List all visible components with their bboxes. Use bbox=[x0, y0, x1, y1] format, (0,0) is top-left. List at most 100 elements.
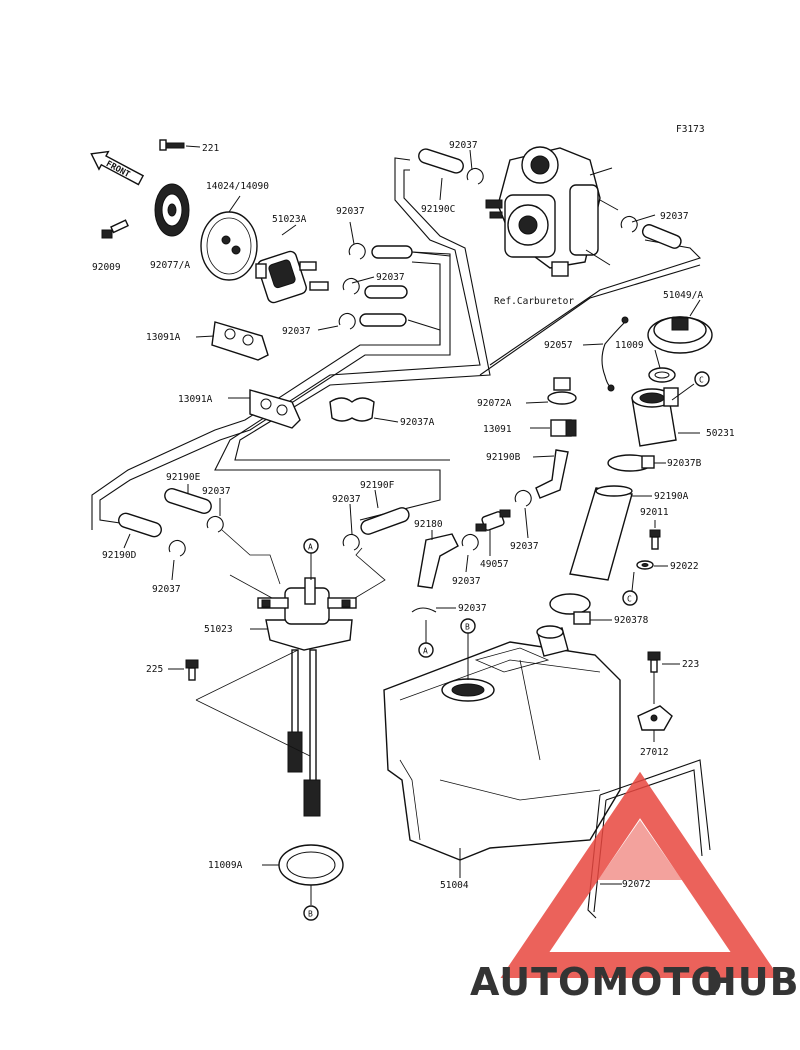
ref-carburetor-label: Ref.Carburetor bbox=[494, 296, 574, 307]
label-92057: 92057 bbox=[544, 340, 573, 351]
label-92037-e: 92037 bbox=[202, 486, 231, 497]
clip-13091A-1 bbox=[195, 321, 269, 361]
fuel-cap-51049A bbox=[647, 299, 713, 354]
label-92037-c: 92037 bbox=[282, 326, 311, 337]
label-92037-b: 92037 bbox=[376, 272, 405, 283]
label-11009A: 11009A bbox=[208, 860, 243, 871]
clamp-92037-top bbox=[466, 149, 484, 185]
bracket-27012 bbox=[637, 705, 673, 742]
cover-14024 bbox=[200, 195, 258, 281]
label-92037-d: 92037 bbox=[152, 584, 181, 595]
front-arrow-icon: FRONT bbox=[90, 150, 145, 186]
screw-225 bbox=[168, 649, 311, 757]
clamp-92037-a bbox=[348, 221, 366, 260]
figure-code: F3173 bbox=[676, 124, 705, 135]
filler-neck-50231 bbox=[631, 383, 700, 447]
hose-92190D bbox=[118, 512, 162, 549]
hose-route-outer-2 bbox=[91, 261, 441, 530]
label-92037-i: 92037 bbox=[458, 603, 487, 614]
washer-11009 bbox=[648, 349, 676, 383]
clamp-92037-d bbox=[168, 539, 186, 581]
clamp-92037-e bbox=[206, 498, 224, 533]
watermark-part2: HUB bbox=[705, 960, 800, 1004]
svg-text:B: B bbox=[308, 910, 313, 919]
label-223: 223 bbox=[682, 659, 699, 670]
clamp-92072A bbox=[525, 377, 577, 405]
label-92190D: 92190D bbox=[102, 550, 137, 561]
clamp-92037B-1 bbox=[607, 454, 666, 472]
screw-92009 bbox=[101, 219, 129, 239]
svg-text:A: A bbox=[423, 647, 428, 656]
label-92190A: 92190A bbox=[654, 491, 689, 502]
fuel-tank-51004 bbox=[383, 625, 621, 878]
hose-to-valve bbox=[229, 547, 386, 599]
hose-92190E bbox=[164, 484, 212, 514]
label-51049A: 51049/A bbox=[663, 290, 703, 301]
label-92077A: 92077/A bbox=[150, 260, 190, 271]
svg-text:B: B bbox=[465, 623, 470, 632]
callout-b-bottom: B bbox=[303, 905, 319, 921]
label-92037A: 92037A bbox=[400, 417, 435, 428]
svg-text:C: C bbox=[699, 376, 704, 385]
clamp-92037B-2 bbox=[549, 593, 612, 625]
hose-92190C bbox=[418, 148, 464, 201]
hose-route-carb bbox=[214, 157, 481, 521]
label-92037-right: 92037 bbox=[660, 211, 689, 222]
callout-b-top: B bbox=[460, 618, 476, 680]
clamp-92037-h bbox=[514, 489, 532, 539]
hose-route-carb-2 bbox=[234, 169, 491, 461]
check-valve-49057 bbox=[475, 509, 511, 556]
label-50231: 50231 bbox=[706, 428, 735, 439]
clamp-92037-f bbox=[342, 503, 360, 551]
hose-92180 bbox=[417, 530, 459, 589]
callout-c-bottom: C bbox=[622, 571, 638, 606]
hose-right-carb bbox=[641, 224, 682, 249]
washer-92022 bbox=[636, 560, 668, 570]
fuel-valve-51023 bbox=[250, 577, 357, 817]
hose-short-2 bbox=[364, 285, 408, 299]
hose-92190A bbox=[569, 485, 652, 581]
hose-pass-down bbox=[407, 319, 441, 345]
callout-a-top: A bbox=[303, 538, 319, 580]
screw-92011 bbox=[649, 520, 661, 550]
label-92037B-2: 920378 bbox=[614, 615, 649, 626]
valve-51023A bbox=[255, 224, 329, 304]
label-49057: 49057 bbox=[480, 559, 509, 570]
clamp-92037-c bbox=[317, 312, 356, 331]
label-92011: 92011 bbox=[640, 507, 669, 518]
clip-13091 bbox=[530, 419, 577, 437]
label-14024: 14024/14090 bbox=[206, 181, 269, 192]
label-92190E: 92190E bbox=[166, 472, 201, 483]
gasket-92077A bbox=[154, 183, 190, 237]
hose-short-3 bbox=[359, 313, 407, 327]
label-13091A-1: 13091A bbox=[146, 332, 181, 343]
label-92190F: 92190F bbox=[360, 480, 395, 491]
label-92037B-1: 92037B bbox=[667, 458, 702, 469]
label-92037-f: 92037 bbox=[332, 494, 361, 505]
label-92037-g: 92037 bbox=[452, 576, 481, 587]
label-221: 221 bbox=[202, 143, 219, 154]
svg-text:A: A bbox=[308, 543, 313, 552]
clip-92037A bbox=[329, 397, 399, 423]
hose-92190B bbox=[532, 449, 569, 499]
label-92037-top: 92037 bbox=[449, 140, 478, 151]
label-11009: 11009 bbox=[615, 340, 644, 351]
gasket-11009A bbox=[262, 844, 344, 905]
clamp-92037-b bbox=[342, 276, 375, 295]
clamp-92037-right bbox=[620, 214, 656, 233]
label-92037-a: 92037 bbox=[336, 206, 365, 217]
callout-a-bottom: A bbox=[418, 620, 434, 658]
label-92190B: 92190B bbox=[486, 452, 521, 463]
carburetor-ref bbox=[485, 146, 619, 277]
hose-to-valve-2 bbox=[221, 529, 281, 585]
label-13091A-2: 13091A bbox=[178, 394, 213, 405]
label-51004: 51004 bbox=[440, 880, 469, 891]
strap-92057 bbox=[582, 316, 629, 392]
label-92037-h: 92037 bbox=[510, 541, 539, 552]
svg-text:C: C bbox=[627, 595, 632, 604]
hose-92190F bbox=[360, 489, 410, 535]
label-225: 225 bbox=[146, 664, 163, 675]
label-13091: 13091 bbox=[483, 424, 512, 435]
